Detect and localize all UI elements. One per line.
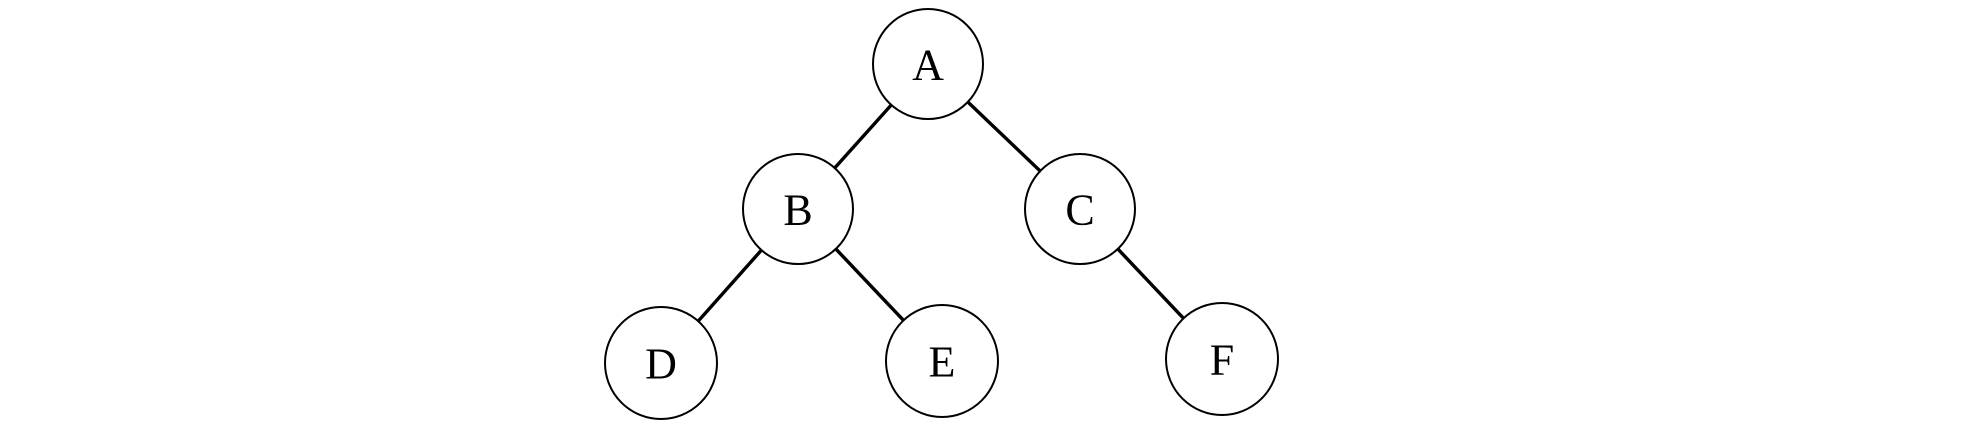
graph-edge-a-c [965,100,1043,173]
node-label-d: D [645,340,677,389]
graph-edge-c-f [1115,247,1186,321]
node-label-e: E [929,338,956,387]
node-label-f: F [1210,336,1234,385]
node-circle-e[interactable] [885,304,999,418]
graph-node-c[interactable]: C [1024,153,1136,265]
node-label-b: B [783,186,812,235]
graph-edge-a-b [832,103,894,170]
node-circle-d[interactable] [604,306,718,420]
node-circle-b[interactable] [742,153,854,265]
graph-node-d[interactable]: D [604,306,718,420]
graph-node-f[interactable]: F [1165,302,1279,416]
node-circle-f[interactable] [1165,302,1279,416]
graph-edge-b-d [696,248,764,324]
graph-node-a[interactable]: A [872,8,984,120]
graph-edge-b-e [833,247,906,323]
node-label-a: A [912,41,944,90]
node-layer: A B C D E F [604,8,1279,420]
node-label-c: C [1065,186,1094,235]
node-circle-c[interactable] [1024,153,1136,265]
graph-node-e[interactable]: E [885,304,999,418]
edge-layer [696,100,1186,324]
node-circle-a[interactable] [872,8,984,120]
graph-node-b[interactable]: B [742,153,854,265]
